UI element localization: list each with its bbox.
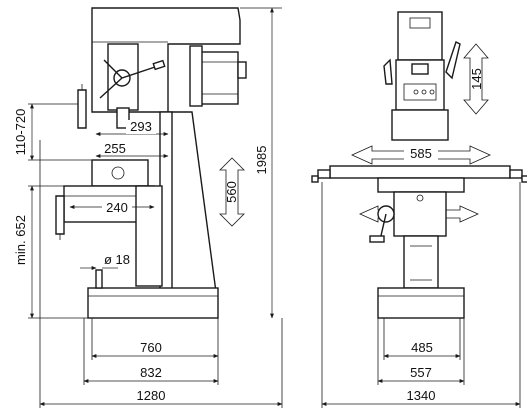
dim-1985: 1985 bbox=[254, 146, 269, 175]
front-saddle bbox=[377, 177, 465, 193]
table-crank-handle bbox=[55, 195, 65, 235]
dim-1340: 1340 bbox=[407, 388, 436, 403]
dim-dia-18: ø 18 bbox=[104, 252, 130, 267]
side-column bbox=[167, 111, 217, 293]
front-table-left-end bbox=[317, 169, 331, 179]
dim-min-652: min. 652 bbox=[13, 215, 28, 265]
front-knee bbox=[393, 191, 447, 237]
dim-485: 485 bbox=[411, 340, 433, 355]
dim-557: 557 bbox=[410, 365, 432, 380]
side-view: 293 255 240 ø 18 760 832 1280 110-720 bbox=[13, 7, 283, 408]
side-base bbox=[87, 287, 219, 319]
dim-145: 145 bbox=[469, 68, 484, 90]
front-crank-handle bbox=[369, 205, 395, 243]
dim-1280: 1280 bbox=[137, 388, 166, 403]
depth-stop-handle bbox=[77, 89, 87, 129]
dim-293: 293 bbox=[130, 119, 152, 134]
knee-body bbox=[135, 185, 163, 287]
front-head bbox=[397, 11, 443, 61]
front-work-table bbox=[329, 165, 511, 179]
dim-110-720: 110-720 bbox=[13, 109, 28, 156]
feed-handwheel bbox=[99, 59, 166, 99]
dim-832: 832 bbox=[140, 365, 162, 380]
dim-585: 585 bbox=[410, 146, 432, 161]
dim-255: 255 bbox=[104, 141, 126, 156]
front-view: 145 585 800 bbox=[311, 11, 527, 408]
front-base bbox=[377, 287, 465, 319]
support-pillar bbox=[95, 269, 103, 289]
front-label-plate bbox=[411, 63, 429, 75]
compound-table bbox=[91, 159, 149, 187]
motor-body bbox=[199, 51, 239, 105]
dim-240: 240 bbox=[106, 200, 128, 215]
front-left-lever bbox=[383, 58, 393, 85]
dim-560: 560 bbox=[224, 181, 239, 203]
motor-mount bbox=[189, 45, 203, 107]
front-quill-housing bbox=[391, 109, 449, 141]
front-table-right-end bbox=[509, 169, 523, 179]
dim-760: 760 bbox=[140, 340, 162, 355]
motor-endcap bbox=[237, 61, 247, 79]
front-right-lever bbox=[445, 41, 461, 80]
